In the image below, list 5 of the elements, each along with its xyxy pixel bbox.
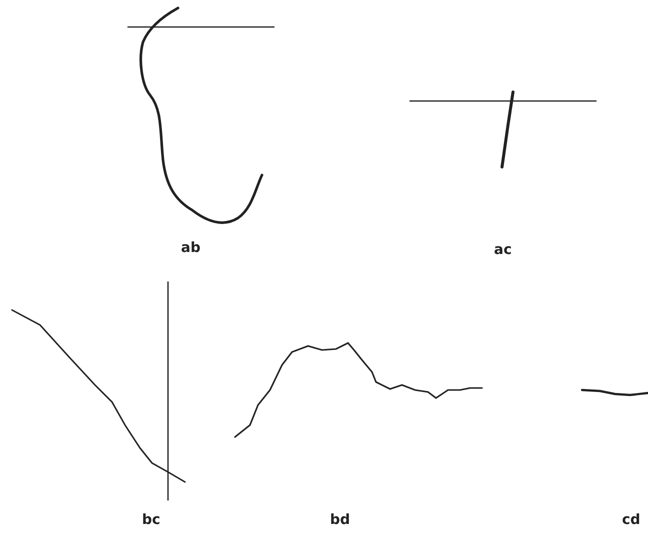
panel-label: cd bbox=[622, 512, 640, 528]
panel-label: bc bbox=[142, 512, 160, 528]
panel-label: ac bbox=[494, 242, 512, 258]
panel-label: bd bbox=[330, 512, 350, 528]
panel-label: ab bbox=[181, 240, 200, 256]
